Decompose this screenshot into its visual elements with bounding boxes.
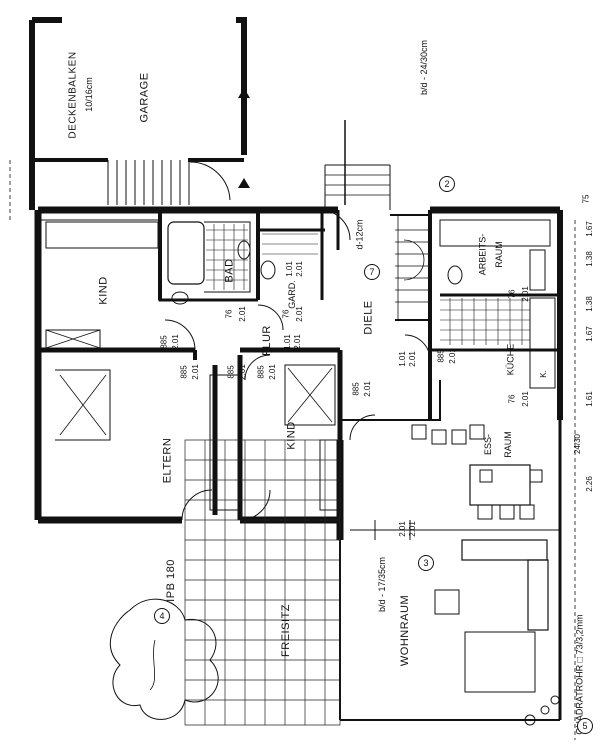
door-dim-top: 1.01 xyxy=(397,351,407,367)
door-dim-top: 885 xyxy=(256,365,266,379)
marker-circle-3: 3 xyxy=(418,555,434,571)
room-label-arbeitsraum-1: ARBEITS- xyxy=(477,233,488,276)
door-dim-bot: 2.01 xyxy=(190,364,200,380)
door-dim-bot: 2.01 xyxy=(292,334,302,350)
door-dim-top: 885 xyxy=(351,382,361,396)
room-label-essraum-2: RAUM xyxy=(502,431,513,458)
room-label-kind-mid: KIND xyxy=(285,421,298,450)
room-label-kueche: KÜCHE xyxy=(505,343,516,376)
door-dim-top: 76 xyxy=(507,289,517,299)
room-label-arbeitsraum-2: RAUM xyxy=(493,241,504,268)
door-dim-bot: 2.01 xyxy=(267,364,277,380)
edge-dim: 75 xyxy=(581,194,591,204)
door-dim-top: 885 xyxy=(436,349,446,363)
room-label-garage: GARAGE xyxy=(138,72,151,123)
door-dim-bot: 2.01 xyxy=(294,306,304,322)
marker-circle-2: 2 xyxy=(439,176,455,192)
door-dim-bot: 2.01 xyxy=(170,334,180,350)
door-dim-bot: 2.01 xyxy=(407,351,417,367)
marker-circle-5: 5 xyxy=(577,718,593,734)
door-dim-top: 76 xyxy=(281,309,291,319)
room-label-kind-top: KIND xyxy=(97,276,110,305)
beam-annotation-2430: b/d - 24/30cm xyxy=(419,39,429,95)
door-dim-top: 885 xyxy=(159,335,169,349)
door-dim-bot: 2.01 xyxy=(447,348,457,364)
marker-circle-7: 7 xyxy=(364,264,380,280)
door-dim-bot: 2.01 xyxy=(237,364,247,380)
edge-dim: 1.67 xyxy=(584,326,594,342)
door-dim-top: 76 xyxy=(224,309,234,319)
door-dim-bot: 2.01 xyxy=(520,391,530,407)
door-dim-bot: 2.01 xyxy=(294,261,304,277)
door-dim-top: 76 xyxy=(507,394,517,404)
quadratrohr-annotation: QUADRATROHR □ 73/3,2mm xyxy=(574,614,585,735)
door-dim-bot: 2.01 xyxy=(237,306,247,322)
room-label-gard: GARD. xyxy=(286,280,297,309)
door-dim-top: 885 xyxy=(226,365,236,379)
door-dim-bot: 2.01 xyxy=(362,381,372,397)
room-label-eltern: ELTERN xyxy=(161,437,174,484)
door-dim-top: 1.01 xyxy=(282,334,292,350)
door-dim-bot: 2.01 xyxy=(407,521,417,537)
deckenbalken-label: DECKENBALKEN xyxy=(67,51,79,139)
room-label-flur: FLUR xyxy=(260,325,273,356)
edge-dim: 1.61 xyxy=(584,391,594,407)
room-label-essraum-1: ESS- xyxy=(483,433,494,456)
room-label-k: K. xyxy=(538,370,548,378)
door-dim-top: 1.01 xyxy=(284,261,294,277)
marker-circle-4: 4 xyxy=(154,608,170,624)
door-dim-top: 2.01 xyxy=(397,521,407,537)
door-dim-bot: 2.01 xyxy=(520,286,530,302)
beam-annotation-1735: b/d - 17/35cm xyxy=(377,556,388,613)
ipb-annotation: IPB 180 xyxy=(164,559,177,602)
edge-dim: 1.38 xyxy=(584,296,594,312)
edge-dim: 1.38 xyxy=(584,251,594,267)
deckenbalken-size-label: 10/16cm xyxy=(83,77,94,112)
room-label-freisitz: FREISITZ xyxy=(279,604,292,657)
door-dim-top: 885 xyxy=(179,365,189,379)
edge-dim: 2.26 xyxy=(584,476,594,492)
room-label-bad: BAD xyxy=(223,258,236,283)
edge-dim: 1.67 xyxy=(584,221,594,237)
slab-annotation-d12: d-12cm xyxy=(354,219,365,250)
room-label-diele: DIELE xyxy=(362,300,375,335)
fraction-annotation: 24/30 xyxy=(573,433,583,455)
room-label-wohnraum: WOHNRAUM xyxy=(399,594,412,667)
